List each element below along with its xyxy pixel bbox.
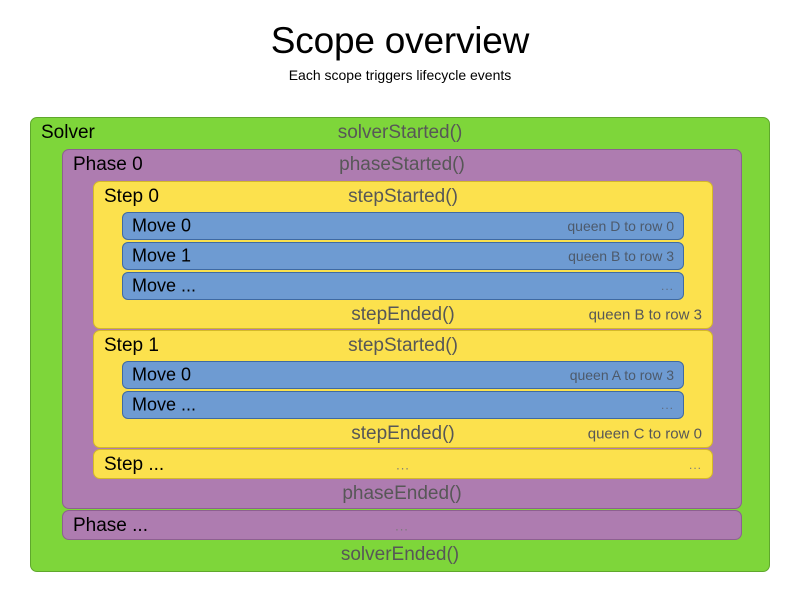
step-1-scope[interactable]: Step 1 stepStarted() Move 0 queen A to r… (93, 330, 713, 448)
move-row[interactable]: Move 1 queen B to row 3 (122, 242, 684, 270)
solver-started-row: Solver solverStarted() (31, 119, 769, 147)
step-1-label: Step 1 (104, 335, 159, 356)
solver-scope[interactable]: Solver solverStarted() Phase 0 phaseStar… (30, 117, 770, 572)
step-0-label: Step 0 (104, 186, 159, 207)
step-ellipsis-event: ... (396, 457, 410, 473)
move-detail: ... (660, 398, 674, 412)
move-row[interactable]: Move ... ... (122, 272, 684, 300)
phase-ellipsis-scope[interactable]: Phase ... ... (62, 510, 742, 540)
page-header: Scope overview Each scope triggers lifec… (0, 0, 800, 83)
step-1-ended-detail: queen C to row 0 (587, 425, 702, 443)
phase-ellipsis-event: ... (395, 518, 409, 534)
move-label: Move ... (132, 394, 197, 415)
step-1-ended-row: stepEnded() queen C to row 0 (94, 420, 712, 448)
move-detail: queen B to row 3 (568, 248, 674, 264)
phase-0-started-row: Phase 0 phaseStarted() (63, 151, 741, 179)
step-0-ended-detail: queen B to row 3 (588, 306, 702, 324)
step-1-started-event: stepStarted() (348, 335, 458, 356)
solver-ended-event: solverEnded() (340, 544, 460, 565)
step-1-started-row: Step 1 stepStarted() (94, 332, 712, 360)
move-detail: ... (660, 279, 674, 293)
solver-label: Solver (41, 122, 95, 143)
move-label: Move ... (132, 275, 197, 296)
step-0-started-row: Step 0 stepStarted() (94, 183, 712, 211)
page-title: Scope overview (270, 20, 530, 61)
move-row[interactable]: Move 0 queen A to row 3 (122, 361, 684, 389)
step-0-ended-row: stepEnded() queen B to row 3 (94, 301, 712, 329)
step-0-ended-event: stepEnded() (351, 304, 455, 325)
move-label: Move 1 (132, 245, 192, 266)
solver-started-event: solverStarted() (337, 122, 463, 143)
step-1-ended-event: stepEnded() (351, 423, 455, 444)
step-ellipsis-detail: ... (688, 458, 702, 472)
phase-0-ended-event: phaseEnded() (342, 483, 462, 504)
move-detail: queen D to row 0 (567, 218, 674, 234)
step-ellipsis-scope[interactable]: Step ... ... ... (93, 449, 713, 479)
step-0-started-event: stepStarted() (348, 186, 458, 207)
move-detail: queen A to row 3 (569, 367, 674, 383)
step-ellipsis-row: Step ... ... ... (94, 451, 712, 479)
move-label: Move 0 (132, 364, 192, 385)
move-label: Move 0 (132, 215, 192, 236)
move-row[interactable]: Move 0 queen D to row 0 (122, 212, 684, 240)
step-0-scope[interactable]: Step 0 stepStarted() Move 0 queen D to r… (93, 181, 713, 329)
phase-ellipsis-label: Phase ... (73, 515, 148, 536)
solver-ended-row: solverEnded() (31, 541, 769, 569)
step-ellipsis-label: Step ... (104, 454, 165, 475)
phase-0-started-event: phaseStarted() (339, 154, 465, 175)
phase-0-label: Phase 0 (73, 154, 143, 175)
phase-0-ended-row: phaseEnded() (63, 480, 741, 508)
phase-ellipsis-row: Phase ... ... (63, 512, 741, 540)
page-subtitle: Each scope triggers lifecycle events (288, 66, 512, 83)
phase-0-scope[interactable]: Phase 0 phaseStarted() Step 0 stepStarte… (62, 149, 742, 509)
move-row[interactable]: Move ... ... (122, 391, 684, 419)
